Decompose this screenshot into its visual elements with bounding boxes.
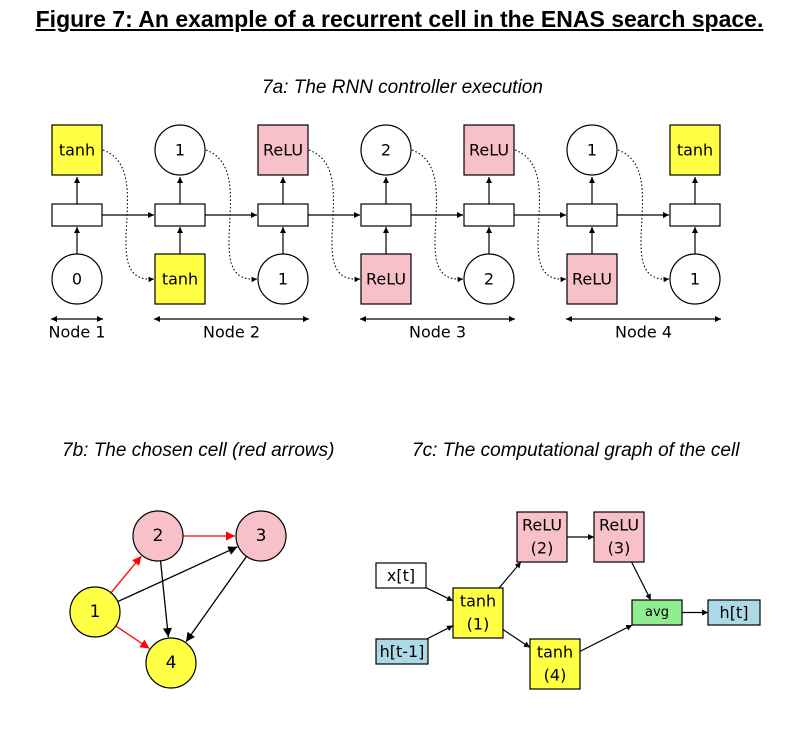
controller-input-label: 1 xyxy=(278,270,288,289)
controller-input-label: tanh xyxy=(162,270,198,289)
feedback-dotted-arrow xyxy=(617,149,670,283)
controller-output-label: tanh xyxy=(59,141,95,160)
comp-node-box xyxy=(375,562,427,589)
rnn-cell-box xyxy=(51,203,103,227)
rnn-cell-box xyxy=(154,203,206,227)
feedback-dotted-arrow xyxy=(205,149,258,283)
controller-output-op-box xyxy=(463,124,515,176)
cell-node-label: 4 xyxy=(166,653,177,673)
cell-node-label: 1 xyxy=(90,602,101,622)
comp-node-label: (2) xyxy=(531,539,554,558)
controller-output-label: 1 xyxy=(587,141,597,160)
rnn-cell-box xyxy=(360,203,412,227)
controller-input-op-box xyxy=(360,253,412,305)
chosen-edge-arrow xyxy=(115,625,150,650)
feedback-dotted-arrow xyxy=(308,149,361,283)
controller-output-op-box xyxy=(257,124,309,176)
node-span-label: Node 1 xyxy=(48,323,105,342)
comp-node-label: ReLU xyxy=(522,516,562,535)
comp-node-label: (3) xyxy=(608,539,631,558)
edge-arrow xyxy=(159,560,172,638)
controller-input-label: ReLU xyxy=(366,270,406,289)
figure-title: Figure 7: An example of a recurrent cell… xyxy=(35,6,764,32)
controller-output-label: ReLU xyxy=(263,141,303,160)
comp-node-box xyxy=(375,638,429,665)
rnn-cell-box xyxy=(669,203,721,227)
comp-node-box xyxy=(529,638,581,690)
cell-node-circle xyxy=(69,586,121,638)
node-span-label: Node 4 xyxy=(615,323,672,342)
cell-node-circle xyxy=(145,637,197,689)
controller-input-index-circle xyxy=(669,253,721,305)
controller-input-label: 2 xyxy=(484,270,494,289)
rnn-cell-box xyxy=(566,203,618,227)
cell-node-circle xyxy=(235,510,287,562)
controller-output-op-box xyxy=(51,124,103,176)
cell-node-circle xyxy=(132,510,184,562)
comp-node-label: avg xyxy=(645,605,669,620)
controller-output-label: ReLU xyxy=(469,141,509,160)
comp-node-box xyxy=(707,599,761,626)
controller-input-label: 1 xyxy=(690,270,700,289)
controller-output-op-box xyxy=(669,124,721,176)
comp-node-label: ReLU xyxy=(599,516,639,535)
comp-edge-arrow xyxy=(502,629,531,648)
comp-edge-arrow xyxy=(631,561,652,601)
computational-graph: x[t] h[t-1] tanh (1) ReLU (2) ReLU (3) tanh (4) av… xyxy=(375,511,761,690)
controller-output-label: 2 xyxy=(381,141,391,160)
comp-edge-arrow xyxy=(426,625,454,640)
node-span-label: Node 3 xyxy=(409,323,466,342)
comp-node-label: (1) xyxy=(467,615,490,634)
caption-7c: 7c: The computational graph of the cell xyxy=(412,440,740,461)
edge-arrow xyxy=(117,546,238,603)
feedback-dotted-arrow xyxy=(514,149,567,283)
comp-node-box xyxy=(452,587,504,639)
comp-edge-arrow xyxy=(425,587,454,602)
comp-node-box xyxy=(631,599,683,626)
node-span-label: Node 2 xyxy=(203,323,260,342)
controller-input-index-circle xyxy=(51,253,103,305)
comp-node-box xyxy=(516,511,568,563)
controller-output-index-circle xyxy=(360,124,412,176)
controller-input-index-circle xyxy=(463,253,515,305)
controller-output-label: 1 xyxy=(175,141,185,160)
rnn-cell-box xyxy=(463,203,515,227)
controller-output-label: tanh xyxy=(677,141,713,160)
comp-node-label: x[t] xyxy=(387,566,415,585)
cell-node-label: 3 xyxy=(256,526,267,546)
caption-7a: 7a: The RNN controller execution xyxy=(262,77,543,98)
caption-7b: 7b: The chosen cell (red arrows) xyxy=(62,440,335,461)
comp-node-label: tanh xyxy=(460,592,496,611)
comp-edge-arrow xyxy=(498,561,522,589)
controller-input-op-box xyxy=(566,253,618,305)
controller-input-op-box xyxy=(154,253,206,305)
controller-output-index-circle xyxy=(154,124,206,176)
rnn-cell-box xyxy=(257,203,309,227)
comp-node-box xyxy=(593,511,645,563)
controller-input-label: 0 xyxy=(72,270,82,289)
feedback-dotted-arrow xyxy=(411,149,464,283)
cell-node-label: 2 xyxy=(153,526,164,546)
chosen-edge-arrow xyxy=(110,555,142,594)
controller-input-index-circle xyxy=(257,253,309,305)
edge-arrow xyxy=(185,556,248,643)
cell-graph: 1 2 3 4 xyxy=(69,510,287,689)
comp-node-label: (4) xyxy=(544,666,567,685)
comp-node-label: h[t] xyxy=(720,603,749,622)
comp-edge-arrow xyxy=(579,624,633,652)
controller-output-index-circle xyxy=(566,124,618,176)
comp-node-label: tanh xyxy=(537,643,573,662)
controller-input-label: ReLU xyxy=(572,270,612,289)
feedback-dotted-arrow xyxy=(102,149,155,283)
comp-node-label: h[t-1] xyxy=(380,642,425,661)
